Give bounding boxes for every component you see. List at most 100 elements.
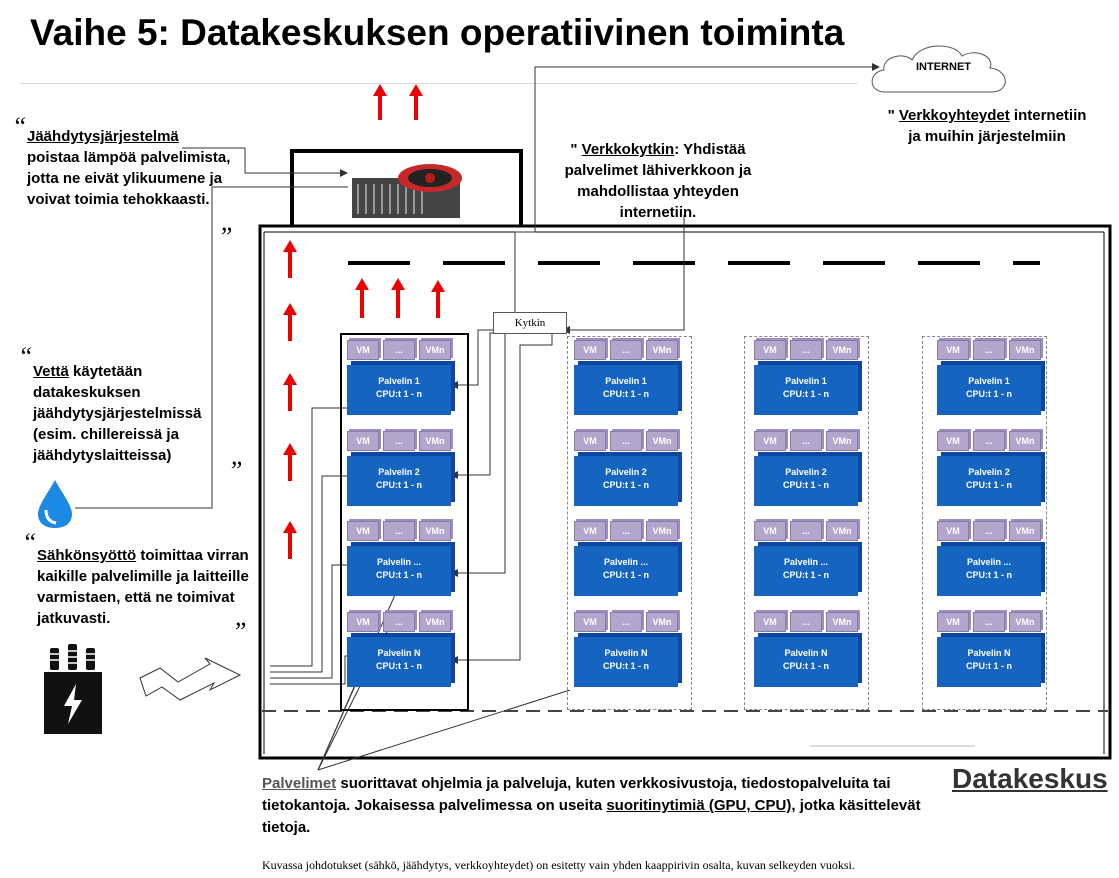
power-quote-close: ” — [232, 617, 247, 646]
server-unit: Palvelin 2 CPU:t 1 - n — [937, 456, 1041, 506]
cooling-quote-open: “ — [12, 112, 27, 141]
vm-block: VM — [937, 340, 969, 360]
power-flow-arrow — [139, 657, 242, 701]
vm-block: VMn — [646, 612, 678, 632]
server-name: Palvelin 2 — [378, 467, 420, 477]
vm-block: VMn — [1009, 521, 1041, 541]
water-note: Vettä käytetään datakeskuksen jäähdytysj… — [33, 363, 202, 464]
vm-block: ... — [790, 521, 822, 541]
heat-arrow-up — [283, 443, 297, 481]
server-unit: Palvelin 2 CPU:t 1 - n — [574, 456, 678, 506]
server-unit: Palvelin ...CPU:t 1 - n — [574, 546, 678, 596]
vm-block: VMn — [826, 431, 858, 451]
heat-arrow-up — [391, 278, 405, 318]
server-cpu: CPU:t 1 - n — [783, 661, 829, 671]
vm-block: ... — [610, 340, 642, 360]
vm-block: VMn — [646, 340, 678, 360]
datacenter-hall-outline — [258, 224, 1112, 760]
server-name: Palvelin N — [784, 648, 828, 658]
heat-arrow-up — [431, 280, 445, 318]
vm-block: VMn — [419, 431, 451, 451]
server-name: Palvelin 2 — [785, 467, 827, 477]
server-name: Palvelin 2 — [968, 467, 1010, 477]
power-supply-icon — [44, 644, 102, 734]
server-rack — [567, 336, 692, 710]
server-unit: Palvelin 1 CPU:t 1 - n — [937, 365, 1041, 415]
server-unit: Palvelin N CPU:t 1 - n — [937, 637, 1041, 687]
vm-block: VMn — [826, 612, 858, 632]
internet-description: " Verkkoyhteydet internetiin ja muihin j… — [887, 107, 1087, 145]
vm-block: VM — [347, 612, 379, 632]
vm-block: VMn — [419, 612, 451, 632]
water-quote-open: “ — [18, 342, 33, 371]
vm-block: ... — [973, 431, 1005, 451]
server-cpu: CPU:t 1 - n — [603, 389, 649, 399]
vm-block: ... — [790, 612, 822, 632]
cooling-quote-close: ” — [218, 222, 233, 251]
server-cpu: CPU:t 1 - n — [966, 661, 1012, 671]
internet-label: INTERNET — [916, 61, 971, 73]
vm-block: ... — [973, 340, 1005, 360]
vm-block: VM — [937, 612, 969, 632]
vm-block: VMn — [646, 431, 678, 451]
server-cpu: CPU:t 1 - n — [966, 389, 1012, 399]
vm-block: ... — [383, 521, 415, 541]
vm-block: VM — [574, 340, 606, 360]
heat-arrow-up — [373, 84, 387, 120]
vm-block: ... — [610, 431, 642, 451]
heat-arrow-up — [283, 373, 297, 411]
heat-arrow-up — [283, 303, 297, 341]
vm-block: VMn — [826, 340, 858, 360]
vm-block: VM — [347, 521, 379, 541]
heat-arrow-up — [283, 240, 297, 278]
server-unit: Palvelin 1 CPU:t 1 - n — [574, 365, 678, 415]
cooling-unit-icon — [352, 164, 462, 218]
switch-note: " Verkkokytkin: Yhdistää palvelimet lähi… — [564, 141, 752, 221]
vm-block: VMn — [826, 521, 858, 541]
vm-block: ... — [610, 521, 642, 541]
heat-arrow-up — [409, 84, 423, 120]
vm-block: VM — [574, 612, 606, 632]
vm-block: VMn — [419, 521, 451, 541]
server-unit: Palvelin 1 CPU:t 1 - n — [754, 365, 858, 415]
vm-block: VMn — [646, 521, 678, 541]
vm-block: VM — [937, 521, 969, 541]
server-name: Palvelin 2 — [605, 467, 647, 477]
server-cpu: CPU:t 1 - n — [376, 480, 422, 490]
cooling-note: Jäähdytysjärjestelmä poistaa lämpöä palv… — [27, 128, 231, 208]
server-cpu: CPU:t 1 - n — [966, 480, 1012, 490]
server-name: Palvelin N — [967, 648, 1011, 658]
vm-block: VMn — [1009, 340, 1041, 360]
water-quote-close: ” — [228, 456, 243, 485]
cooling-enclosure — [290, 149, 523, 226]
vm-block: ... — [973, 521, 1005, 541]
heat-arrow-up — [283, 521, 297, 559]
vm-block: ... — [610, 612, 642, 632]
server-name: Palvelin 1 — [785, 376, 827, 386]
page-title: Vaihe 5: Datakeskuksen operatiivinen toi… — [30, 12, 845, 53]
vm-block: VM — [574, 521, 606, 541]
server-unit: Palvelin ...CPU:t 1 - n — [347, 546, 451, 596]
server-rack — [340, 333, 469, 711]
datacenter-label: Datakeskus — [952, 763, 1108, 794]
vm-block: VM — [347, 431, 379, 451]
power-quote-open: “ — [22, 528, 37, 557]
server-cpu: CPU:t 1 - n — [783, 570, 829, 580]
vm-block: VMn — [1009, 431, 1041, 451]
internet-cloud — [871, 45, 1006, 93]
footer-note: Kuvassa johdotukset (sähkö, jäähdytys, v… — [262, 858, 855, 872]
server-name: Palvelin 1 — [605, 376, 647, 386]
server-cpu: CPU:t 1 - n — [783, 389, 829, 399]
server-name: Palvelin 1 — [968, 376, 1010, 386]
server-cpu: CPU:t 1 - n — [603, 480, 649, 490]
vm-block: ... — [790, 340, 822, 360]
server-name: Palvelin 1 — [378, 376, 420, 386]
server-name: Palvelin N — [377, 648, 421, 658]
server-name: Palvelin N — [604, 648, 648, 658]
vm-block: VM — [754, 612, 786, 632]
